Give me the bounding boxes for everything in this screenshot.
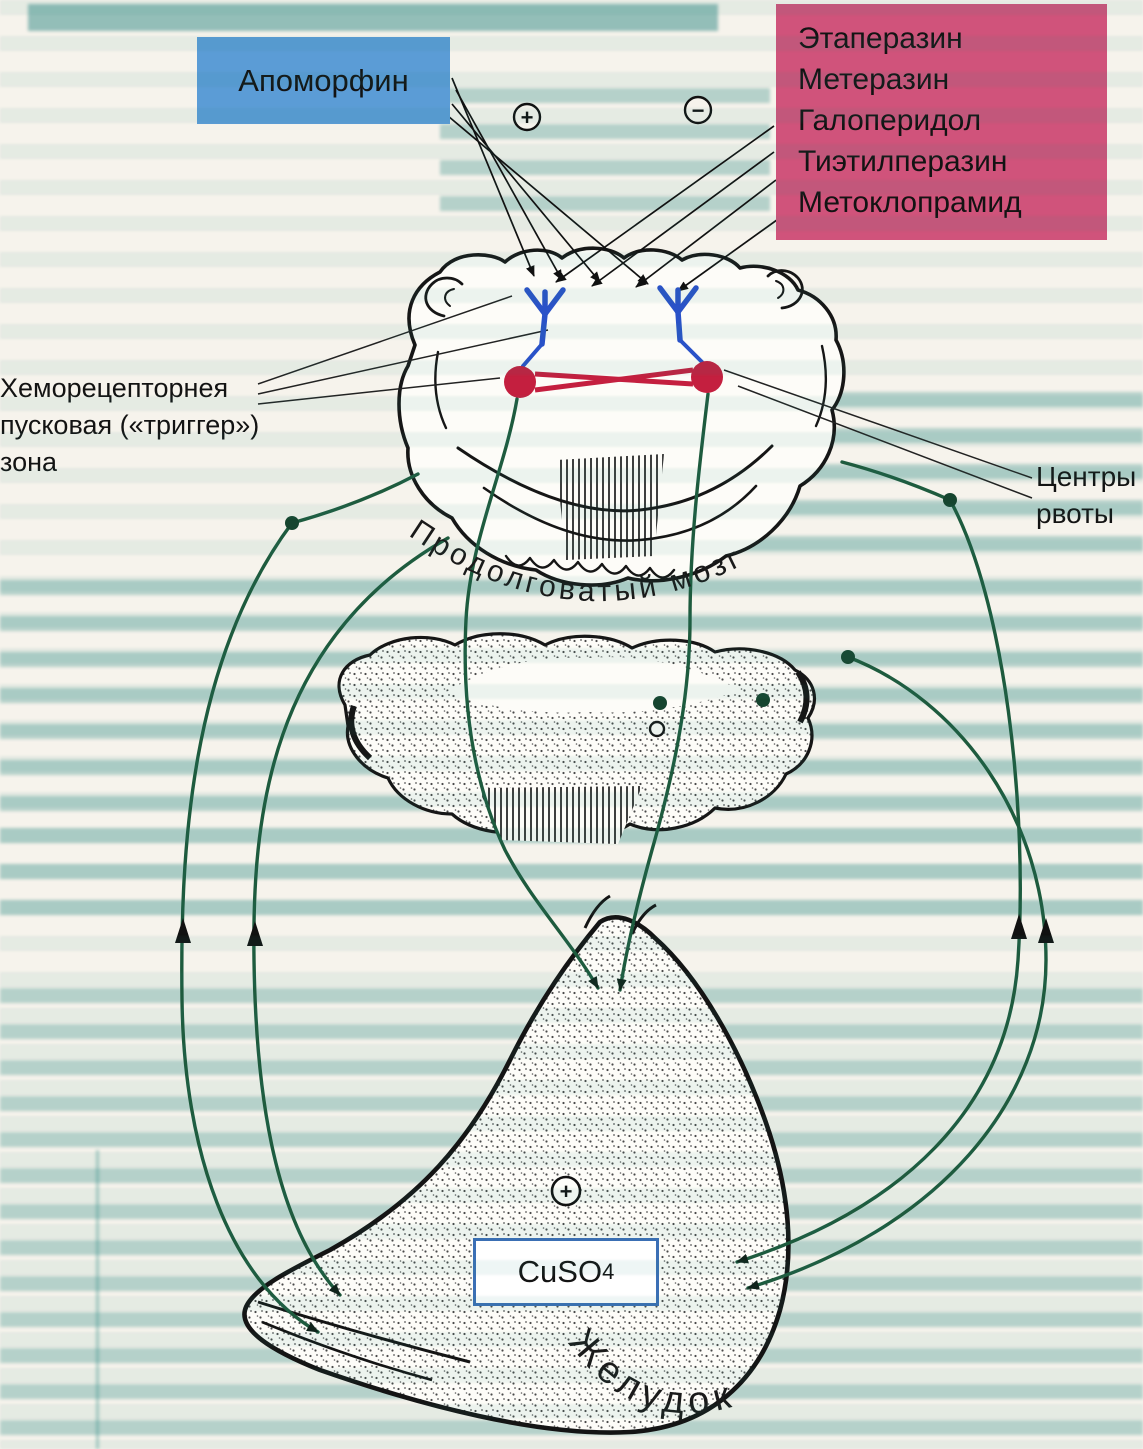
nerve-right-outer <box>735 498 1022 1264</box>
brainstem-section-drawing <box>337 632 817 844</box>
synapse-dots <box>285 493 957 710</box>
nerve-right-inner <box>746 655 1048 1290</box>
vomiting-centers-line: Центры <box>1036 461 1137 492</box>
emetic-drug-label: Апоморфин <box>238 62 409 98</box>
emetic-drug-box: Апоморфин <box>197 37 450 124</box>
nerve-pathways <box>180 392 1048 1334</box>
vomiting-centers-label: Центры рвоты <box>1036 458 1143 532</box>
minus-sign-icon <box>683 95 713 125</box>
cuso4-formula: CuSO <box>517 1254 603 1289</box>
antiemetic-drug-item: Метеразин <box>798 63 950 96</box>
vomiting-center-right <box>691 361 723 393</box>
nerve-center-right <box>616 392 710 992</box>
central-canal <box>648 720 666 738</box>
drug-action-arrows <box>447 77 789 292</box>
trigger-zone-line: зона <box>0 447 58 477</box>
nerve-left-inner <box>252 536 450 1297</box>
pyramid-hatching <box>556 454 664 560</box>
nerve-right-connector <box>840 460 952 502</box>
stimulation-signs: + − + <box>512 95 713 1207</box>
trigger-zone-line: пусковая («триггер») <box>0 410 260 440</box>
nerve-left-connector <box>290 472 420 525</box>
left-curl <box>424 276 464 318</box>
antiemetic-drug-item: Галоперидол <box>798 104 982 137</box>
trigger-zone-line: Хеморецепторнея <box>0 373 229 403</box>
stomach-drawing <box>242 894 791 1435</box>
chemoreceptor-icons <box>521 285 704 368</box>
vomiting-center-nodes <box>504 361 723 398</box>
right-curl <box>766 269 804 310</box>
plus-sign-text: + <box>521 105 534 130</box>
medulla-oblongata-drawing <box>397 246 846 587</box>
section-hatching <box>478 786 642 844</box>
nerve-left-outer <box>180 521 320 1334</box>
nerve-center-left <box>463 397 600 990</box>
minus-sign-text: − <box>692 98 705 123</box>
antiemetic-drug-item: Этаперазин <box>798 22 963 55</box>
vomiting-center-left <box>504 366 536 398</box>
antiemetic-drug-box: Этаперазин Метеразин Галоперидол Тиэтилп… <box>776 4 1107 240</box>
stomach-plus-sign-text: + <box>560 1179 573 1204</box>
antiemetic-drug-item: Тиэтилперазин <box>798 145 1008 178</box>
label-pointer-lines <box>257 295 1033 499</box>
antiemetic-drug-item: Метоклопрамид <box>798 186 1022 219</box>
plus-sign-icon <box>512 102 542 132</box>
direction-arrows-up <box>175 914 1054 946</box>
stomach-plus-sign-icon <box>550 1175 582 1207</box>
trigger-zone-label: Хеморецепторнея пусковая («триггер») зон… <box>0 370 262 481</box>
vomiting-centers-line: рвоты <box>1036 498 1115 529</box>
